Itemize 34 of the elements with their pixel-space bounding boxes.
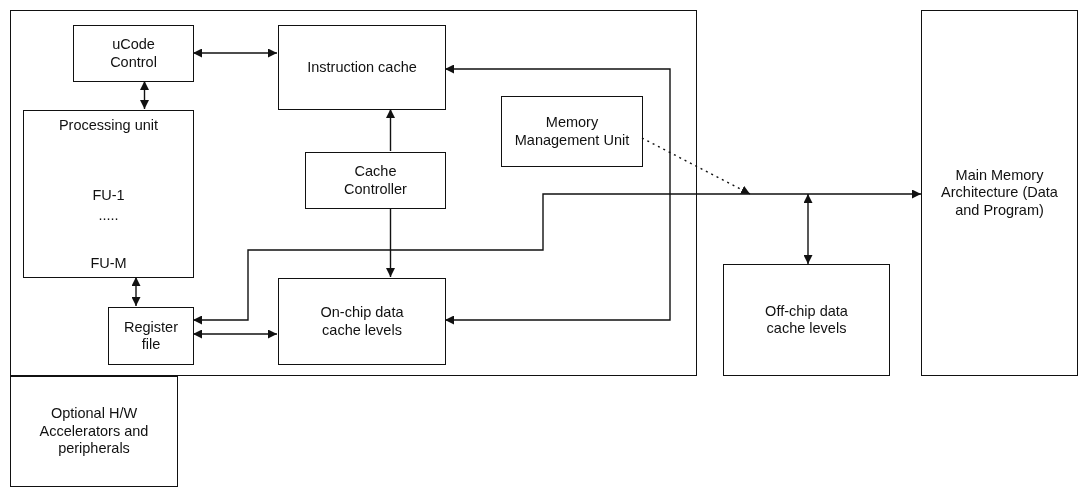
arrow [386,108,395,152]
memory-box [723,264,890,376]
component-box [73,25,194,82]
memory-box [921,10,1078,376]
component-box [10,376,178,487]
arrow [386,207,395,278]
node-label: Memory Management Unit [513,114,631,149]
arrow [192,48,278,58]
node-label: Instruction cache [307,58,417,77]
component-box [108,307,194,365]
arrow [444,64,671,325]
arrow [140,80,149,110]
node-label: Processing unit [57,117,160,135]
node-label: Register file [123,318,179,354]
arrow [192,329,278,339]
node-label: uCode Control [109,36,158,71]
component-box [23,110,194,278]
node-label: Cache Controller [343,163,408,198]
node-label: ..... [97,207,120,225]
node-label: FU-1 [91,187,126,205]
node-label: Main Memory Architecture (Data and Program) [940,166,1059,220]
node-label: FU-M [89,255,128,273]
arrow [803,193,813,265]
dotted-arrow [641,137,751,195]
component-box [278,25,446,110]
node-label: On-chip data cache levels [319,304,405,339]
component-box [305,152,446,209]
component-box [278,278,446,365]
node-label: Optional H/W Accelerators and peripherals [38,405,150,458]
component-box [501,96,643,167]
chip-boundary-box [10,10,697,376]
node-label: Off-chip data cache levels [764,302,849,338]
arrow [131,276,141,307]
arrow [192,189,922,325]
